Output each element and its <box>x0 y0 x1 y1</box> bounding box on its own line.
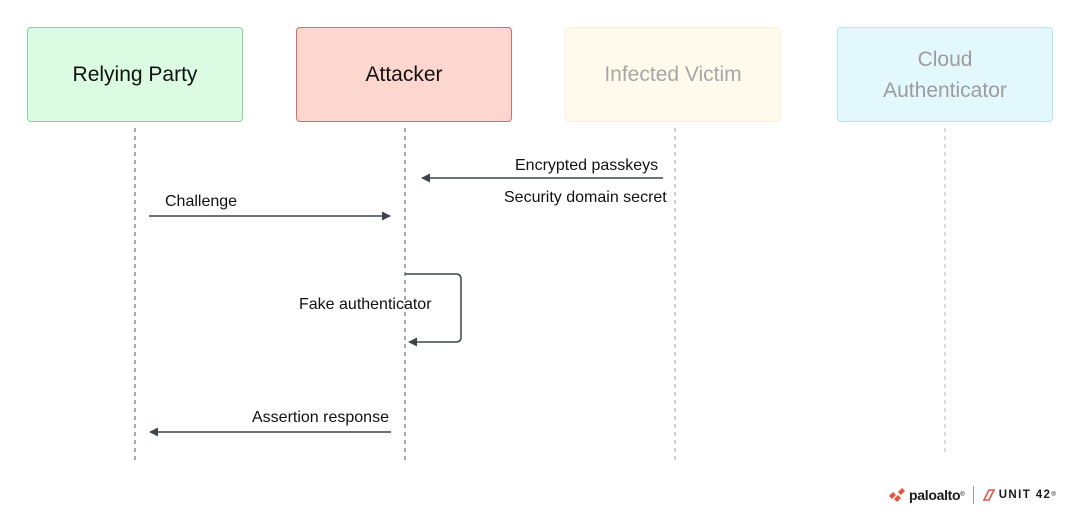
registered-mark-icon: ® <box>1051 492 1056 498</box>
paloalto-logo-icon <box>889 488 905 502</box>
footer-branding: paloalto® UNIT 42® <box>888 484 1056 506</box>
message-encrypted-passkeys: Encrypted passkeys <box>515 157 659 174</box>
message-challenge: Challenge <box>165 193 238 210</box>
arrow-fake-authenticator-self <box>405 273 462 347</box>
brand-divider <box>972 486 974 504</box>
participant-infected-victim: Infected Victim <box>565 27 781 122</box>
participant-label-line2: Authenticator <box>883 78 1007 102</box>
message-fake-authenticator: Fake authenticator <box>299 296 432 313</box>
participant-label: Infected Victim <box>604 63 742 86</box>
participant-cloud-authenticator: Cloud Authenticator <box>837 27 1053 122</box>
message-security-domain-secret: Security domain secret <box>504 189 667 206</box>
participant-label: Attacker <box>365 63 443 86</box>
participant-relying-party: Relying Party <box>27 27 243 122</box>
participant-label: Cloud Authenticator <box>883 44 1007 106</box>
unit42-logo-icon <box>982 489 995 501</box>
registered-mark-icon: ® <box>960 492 965 498</box>
message-assertion-response: Assertion response <box>252 409 389 426</box>
participant-label-line1: Cloud <box>917 47 973 71</box>
participant-label: Relying Party <box>72 63 198 86</box>
paloalto-wordmark: paloalto <box>909 487 961 503</box>
unit42-wordmark: UNIT 42 <box>998 489 1052 501</box>
participant-attacker: Attacker <box>296 27 512 122</box>
